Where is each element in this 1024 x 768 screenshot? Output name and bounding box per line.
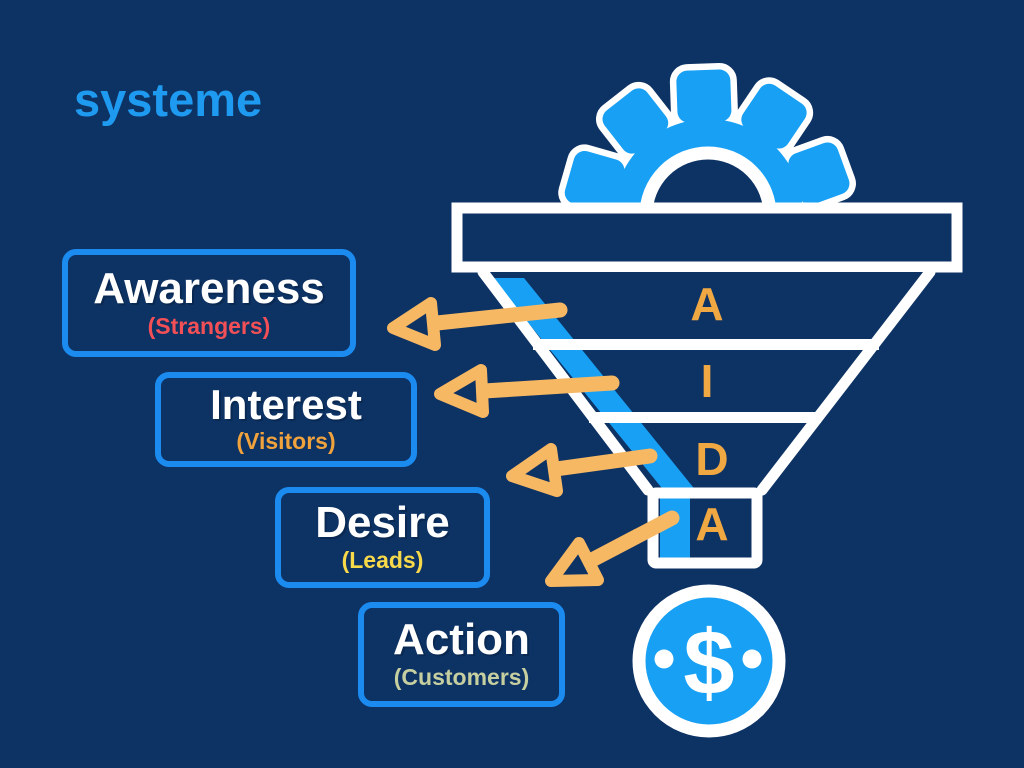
systeme-logo: systeme — [74, 73, 263, 126]
stage-subtitle-desire: (Leads) — [341, 547, 424, 574]
stage-title-interest: Interest — [210, 381, 362, 429]
arrow-desire — [506, 443, 658, 497]
arrow-awareness — [387, 297, 568, 351]
funnel-divider-2 — [589, 412, 821, 423]
dollar-sign: $ — [683, 612, 734, 714]
funnel-letter-action: A — [695, 498, 728, 550]
funnel-letter-desire: D — [695, 433, 728, 485]
stage-box-desire: Desire (Leads) — [275, 487, 490, 588]
stage-subtitle-interest: (Visitors) — [236, 428, 336, 455]
funnel-right-edge — [756, 266, 936, 496]
coin-right-dot — [742, 649, 762, 669]
funnel-letter-interest: I — [701, 355, 714, 407]
stage-subtitle-awareness: (Strangers) — [147, 312, 271, 339]
arrow-action — [545, 510, 680, 587]
stage-title-awareness: Awareness — [93, 263, 325, 313]
funnel-rim — [451, 202, 963, 273]
stage-box-awareness: Awareness (Strangers) — [62, 249, 356, 357]
funnel-divider-1 — [533, 339, 879, 350]
funnel-letter-awareness: A — [690, 278, 723, 330]
stage-title-action: Action — [393, 615, 530, 665]
funnel-cone — [483, 272, 930, 490]
stage-title-desire: Desire — [315, 498, 450, 548]
coin-left-dot — [654, 649, 674, 669]
stage-box-interest: Interest (Visitors) — [155, 372, 417, 467]
dollar-coin-icon: $ — [632, 584, 786, 738]
stage-box-action: Action (Customers) — [358, 602, 565, 707]
stage-subtitle-action: (Customers) — [393, 664, 530, 691]
arrow-interest — [434, 364, 620, 418]
